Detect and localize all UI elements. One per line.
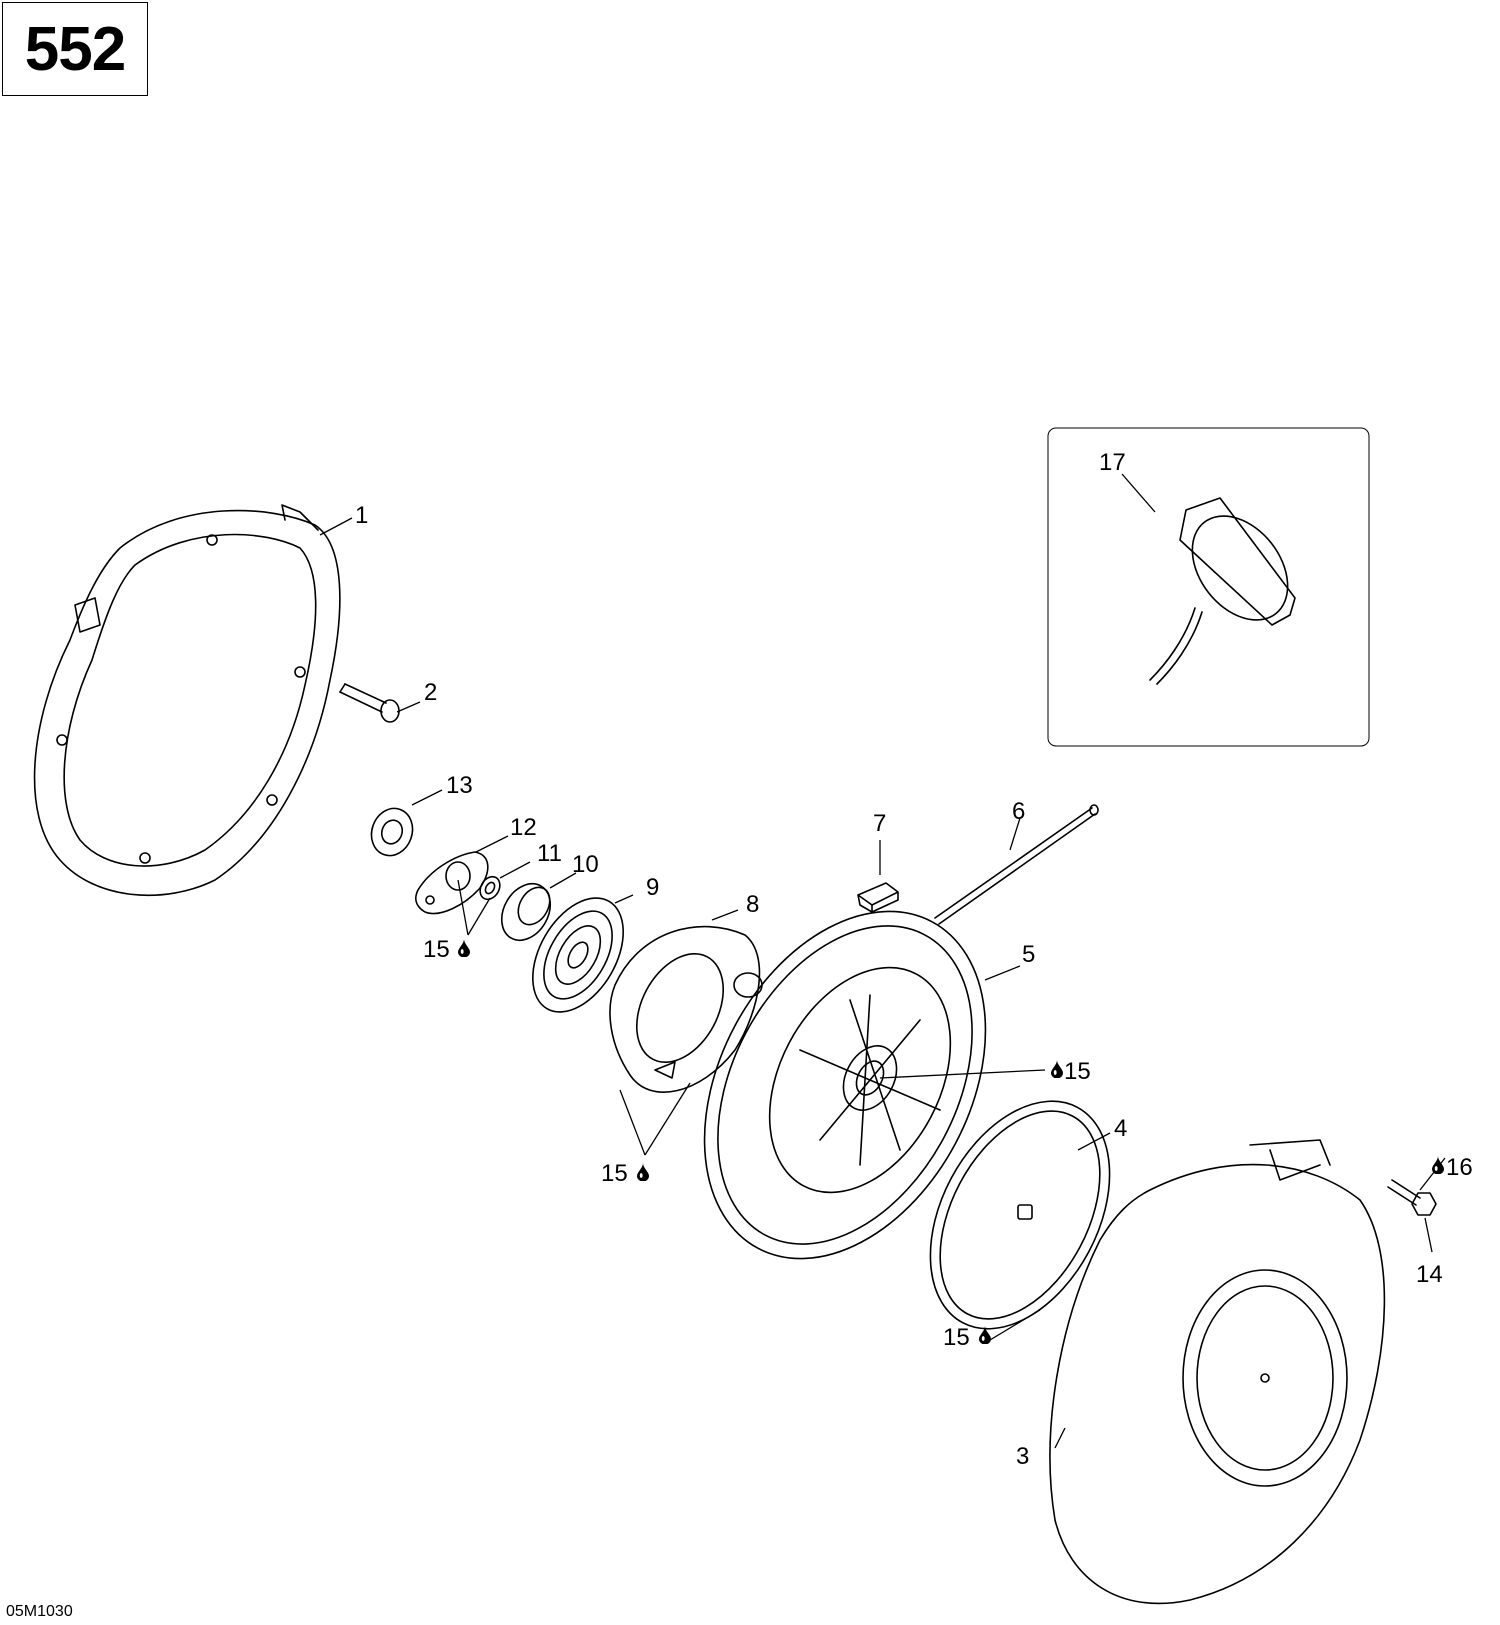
part-4-recoil-spring bbox=[929, 1100, 1111, 1330]
callout-15: 15 bbox=[601, 1160, 628, 1187]
part-14-screw bbox=[1387, 1179, 1437, 1216]
part-5-rope-sheave bbox=[703, 910, 987, 1260]
callout-17: 17 bbox=[1099, 449, 1126, 476]
callout-7: 7 bbox=[873, 810, 886, 837]
part-2-screw bbox=[339, 683, 400, 723]
part-1-starter-support bbox=[33, 504, 341, 897]
part-12-plate bbox=[415, 851, 489, 915]
page-number-box: 552 bbox=[2, 2, 148, 96]
callout-5: 5 bbox=[1022, 941, 1035, 968]
callout-13: 13 bbox=[446, 772, 473, 799]
callout-8: 8 bbox=[746, 891, 759, 918]
part-17-rope-handle bbox=[1149, 497, 1296, 685]
document-code: 05M1030 bbox=[6, 1603, 73, 1620]
page-number: 552 bbox=[24, 14, 126, 84]
callout-10: 10 bbox=[572, 851, 599, 878]
callout-6: 6 bbox=[1012, 798, 1025, 825]
callout-1: 1 bbox=[355, 502, 368, 529]
callout-16: 16 bbox=[1446, 1154, 1473, 1181]
part-8-pawl-lock bbox=[609, 925, 763, 1093]
part-10-bushing bbox=[500, 882, 552, 942]
drop-icon bbox=[1051, 1060, 1063, 1078]
part-9-spring bbox=[531, 897, 625, 1013]
callout-4: 4 bbox=[1114, 1115, 1127, 1142]
inset-box bbox=[1047, 427, 1370, 747]
callout-15: 15 bbox=[423, 936, 450, 963]
drop-icon bbox=[1432, 1156, 1444, 1174]
callout-15: 15 bbox=[1064, 1058, 1091, 1085]
part-13-lock-washer bbox=[370, 807, 414, 857]
part-7-key bbox=[857, 882, 899, 913]
callout-11: 11 bbox=[537, 840, 562, 867]
drop-icon bbox=[637, 1163, 649, 1181]
callout-9: 9 bbox=[646, 874, 659, 901]
part-3-starter-housing bbox=[1049, 1139, 1386, 1605]
callout-2: 2 bbox=[424, 679, 437, 706]
callout-12: 12 bbox=[510, 814, 537, 841]
part-6-rope bbox=[934, 804, 1099, 925]
leader-lines bbox=[319, 473, 1446, 1449]
callout-14: 14 bbox=[1416, 1261, 1443, 1288]
callout-15: 15 bbox=[943, 1324, 970, 1351]
callout-3: 3 bbox=[1016, 1443, 1029, 1470]
drop-icon bbox=[458, 939, 470, 957]
